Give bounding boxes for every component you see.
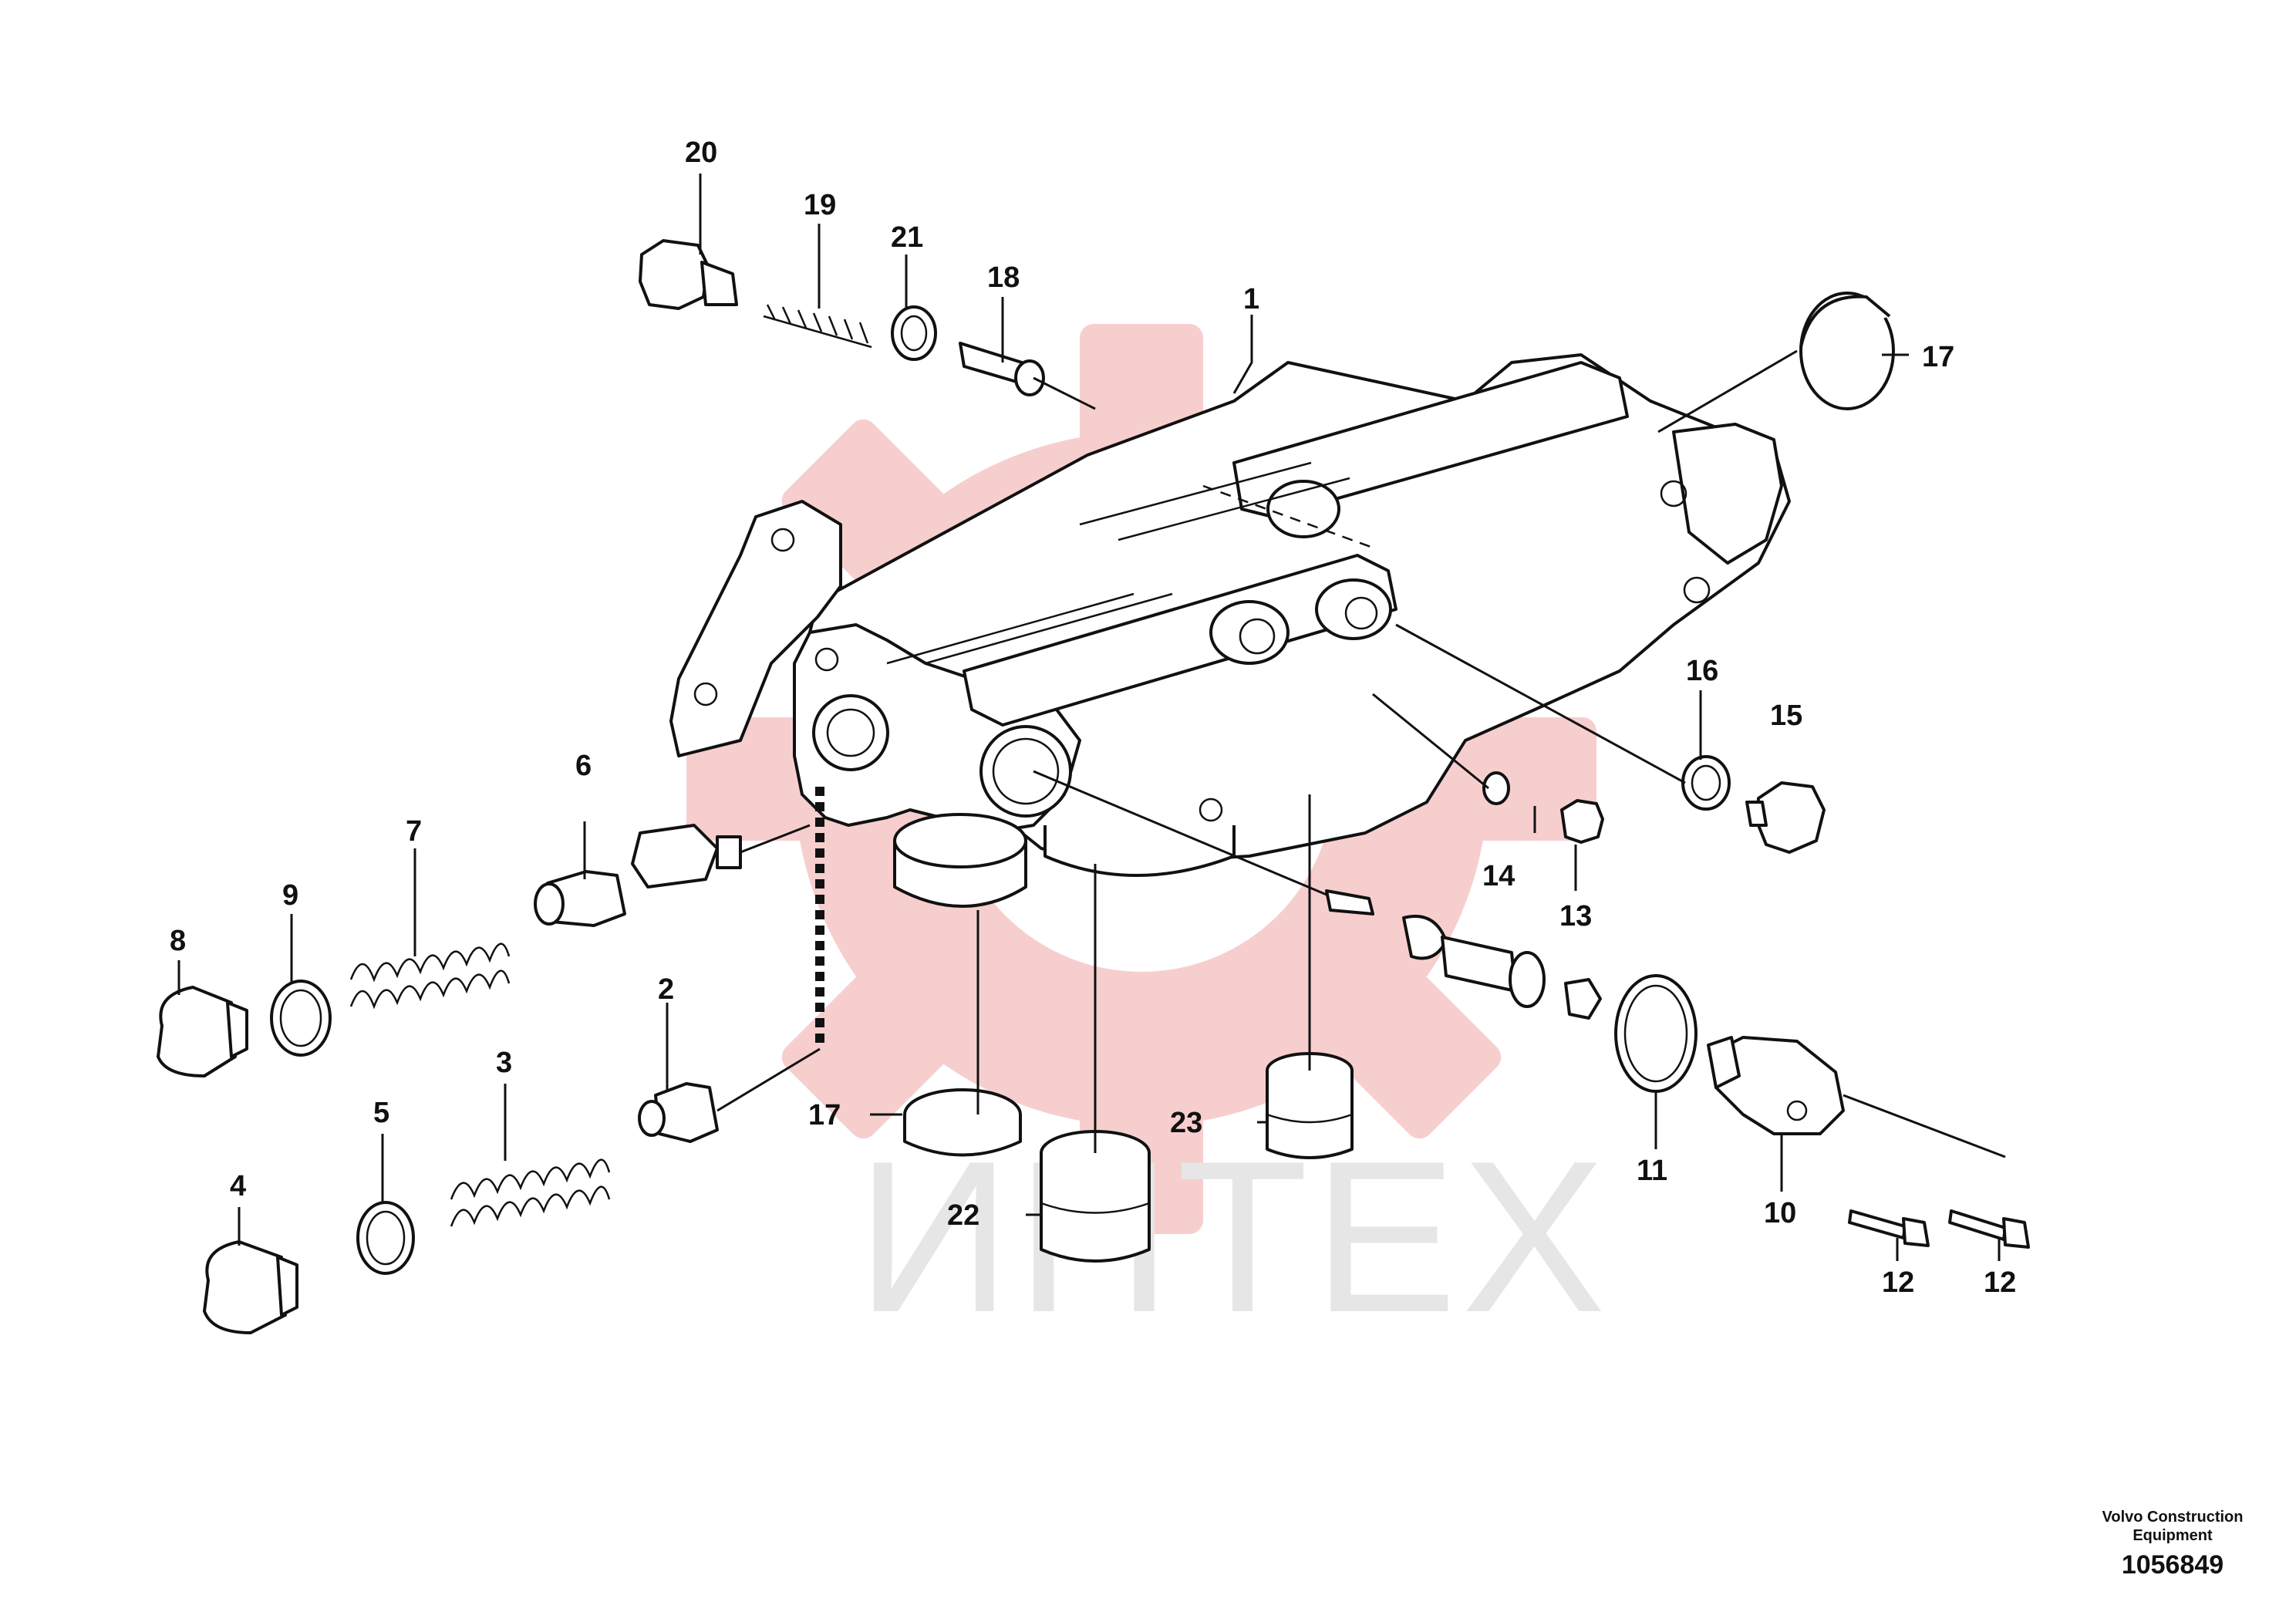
part-15-plug: [1745, 781, 1826, 854]
watermark-text: ИНТЕХ: [856, 1117, 1610, 1357]
part-10-sensor: [1707, 1036, 1845, 1135]
callout-20: 20: [685, 137, 717, 169]
callout-21: 21: [891, 221, 923, 254]
part-17-cap-top: [1799, 292, 1895, 410]
callout-labels: 20 19 21 18 1 17 16 15 14 13 6 7 9 8 2 3…: [170, 137, 2016, 1299]
part-8-plug: [157, 986, 248, 1077]
callout-8: 8: [170, 925, 186, 957]
part-21-washer: [891, 305, 937, 361]
callout-15: 15: [1770, 700, 1802, 732]
callout-23: 23: [1170, 1107, 1202, 1139]
callout-7: 7: [406, 815, 422, 848]
part-12-bolt-left: [1848, 1209, 1930, 1247]
callout-1: 1: [1243, 283, 1259, 315]
valve-center-assembly: [1325, 889, 1602, 1020]
callout-3: 3: [496, 1047, 512, 1079]
callout-17-top: 17: [1922, 341, 1954, 373]
part-5-oring: [356, 1201, 415, 1275]
callout-11: 11: [1637, 1155, 1667, 1187]
part-18-pin: [959, 342, 1045, 396]
callout-13: 13: [1559, 900, 1592, 932]
part-16-washer: [1681, 755, 1731, 811]
part-3-spring: [450, 1158, 611, 1227]
callout-10: 10: [1764, 1197, 1796, 1229]
callout-12-left: 12: [1882, 1266, 1914, 1299]
brand-line-1: Volvo Construction: [2102, 1509, 2244, 1526]
brand-caption: Volvo Construction Equipment: [2088, 1508, 2257, 1545]
part-13-plug: [1560, 799, 1604, 844]
callout-12-right: 12: [1984, 1266, 2016, 1299]
leader-lines: [177, 174, 2006, 1261]
part-14-washer: [1482, 771, 1510, 805]
callout-2: 2: [658, 973, 674, 1006]
callout-17-bottom: 17: [808, 1099, 841, 1131]
callout-16: 16: [1686, 655, 1718, 687]
part-19-spring: [763, 304, 872, 349]
callout-9: 9: [282, 879, 298, 912]
part-12-bolt-right: [1948, 1209, 2030, 1249]
callout-19: 19: [804, 189, 836, 221]
part-9-oring: [270, 980, 332, 1057]
callout-18: 18: [987, 261, 1020, 294]
illustration-number: 1056849: [2121, 1550, 2224, 1580]
part-2-piston: [638, 1082, 719, 1143]
part-7-spring: [349, 943, 511, 1010]
part-17-cap-bottom: [903, 1088, 1022, 1157]
callout-5: 5: [373, 1097, 389, 1129]
brand-line-2: Equipment: [2132, 1527, 2213, 1544]
callout-6: 6: [575, 750, 592, 782]
oil-pump-housing: [669, 353, 1791, 908]
callout-22: 22: [947, 1199, 979, 1232]
part-4-plug: [203, 1240, 298, 1334]
callout-4: 4: [230, 1170, 246, 1202]
part-6-piston: [534, 824, 742, 927]
callout-14: 14: [1482, 860, 1515, 892]
part-20-plug: [639, 239, 738, 310]
part-11-oring: [1614, 974, 1698, 1093]
